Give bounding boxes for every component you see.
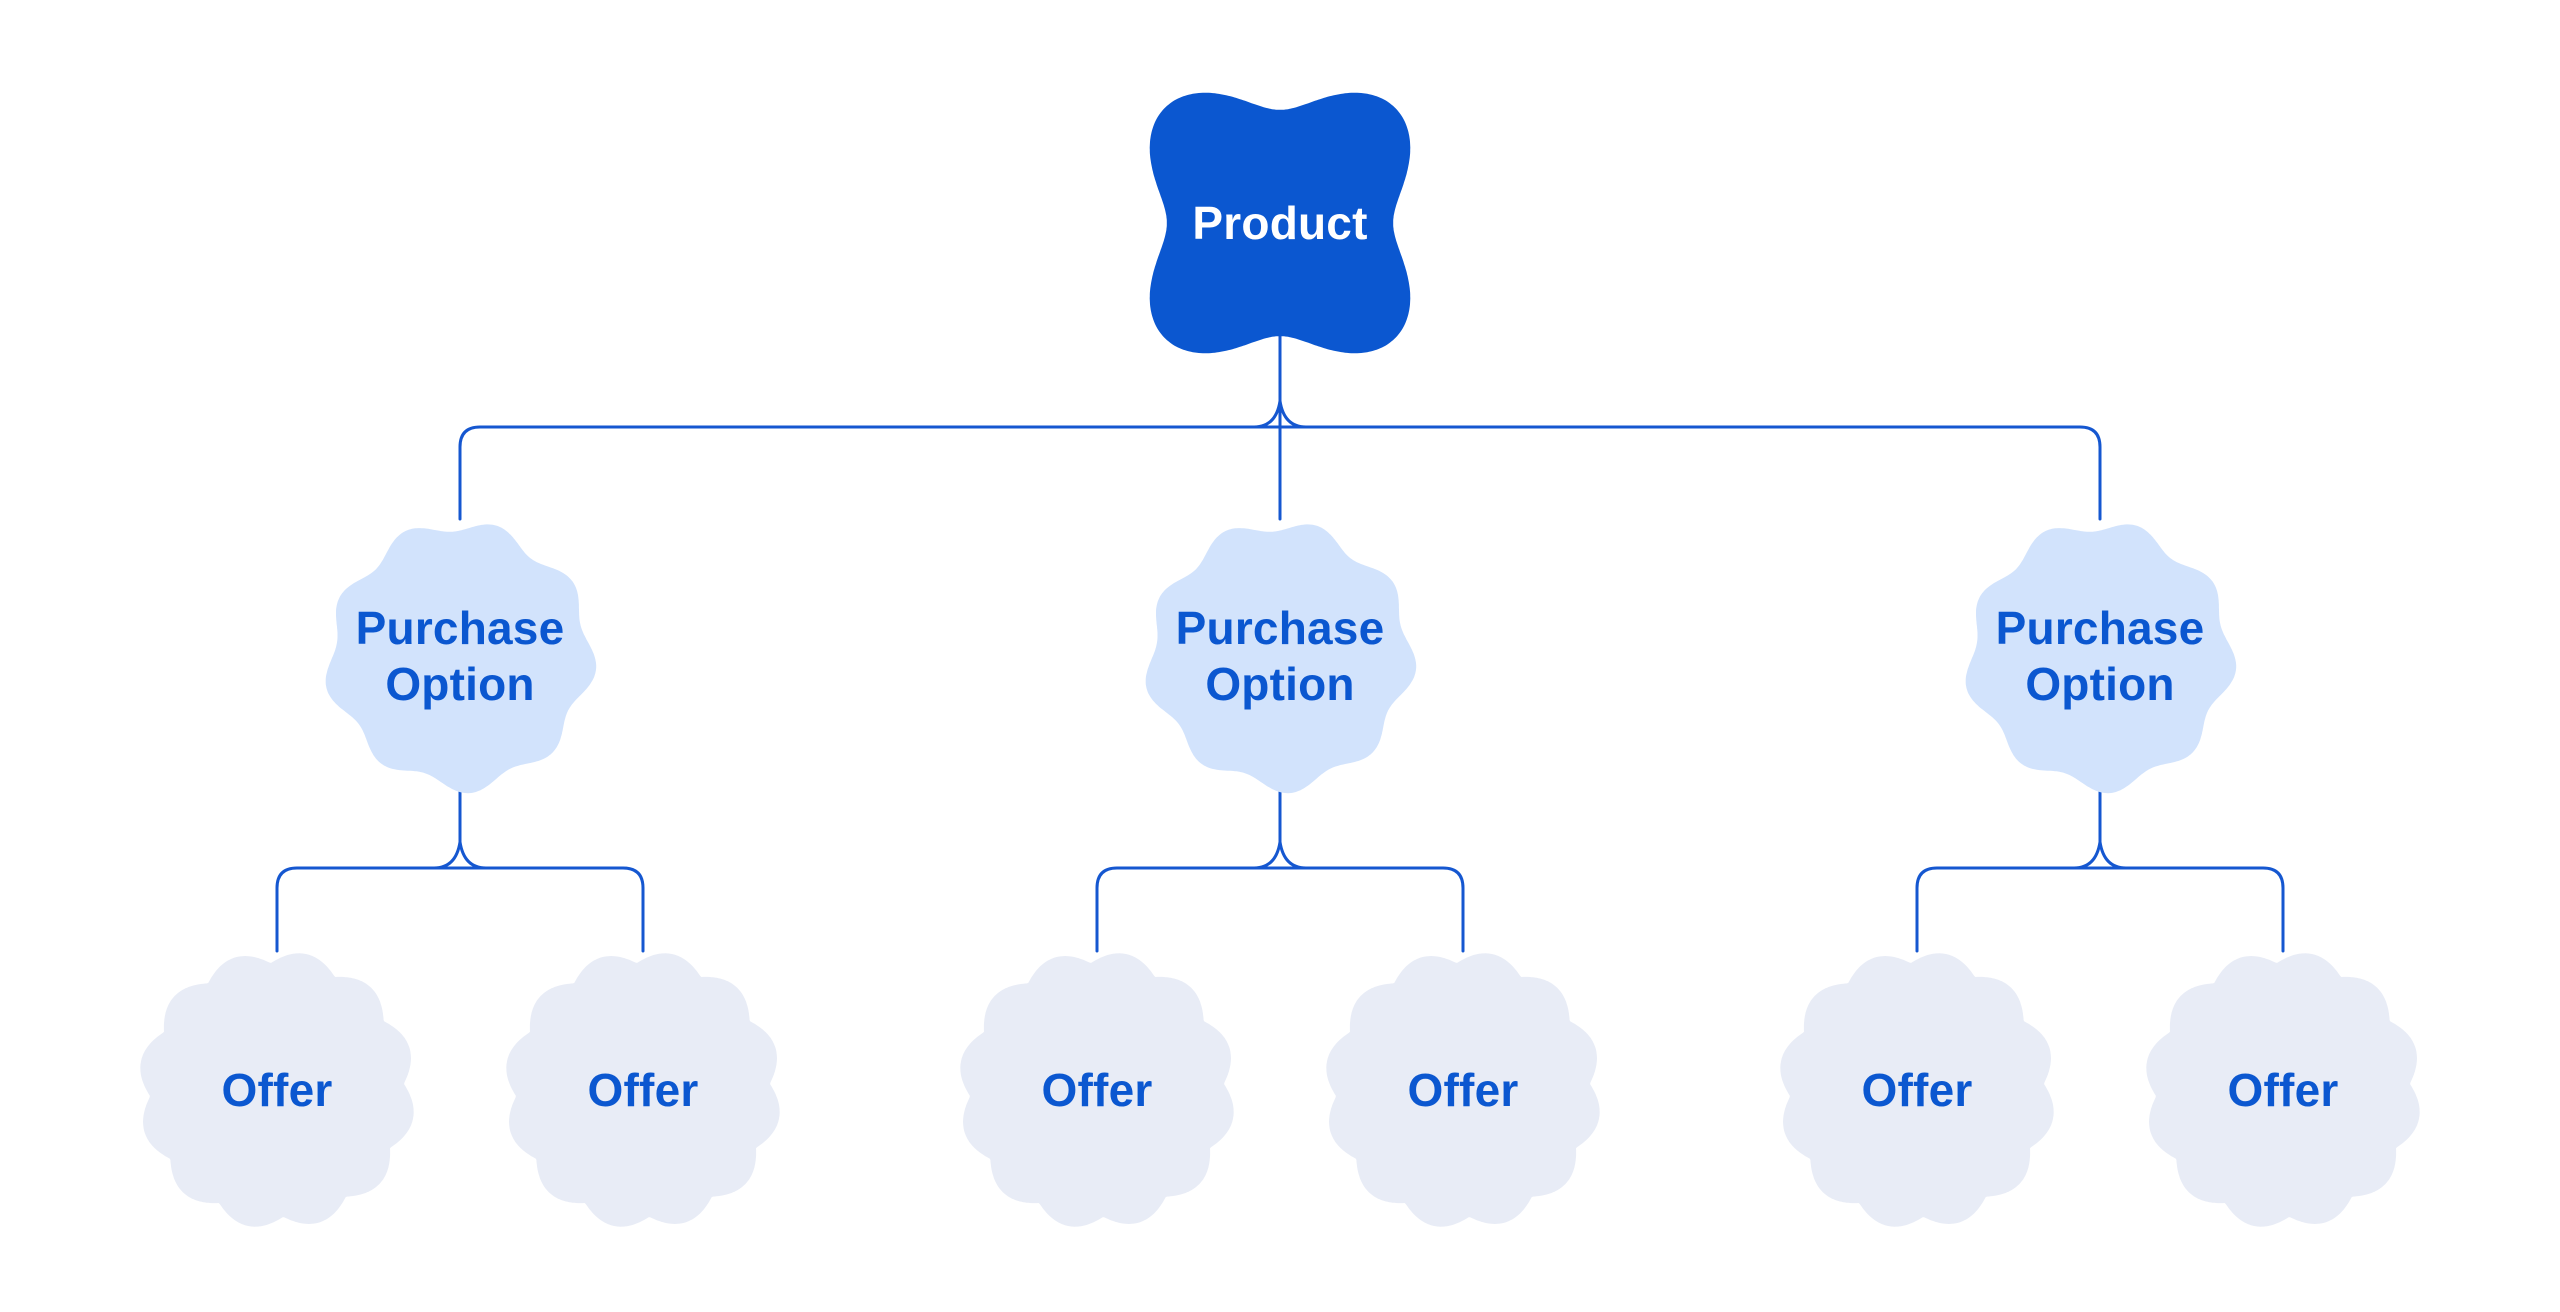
node-label-purchase-option-1: Purchase Option [355,602,565,710]
node-shape-offer-5 [1780,953,2054,1227]
node-label-offer-2: Offer [587,1064,699,1116]
node-shape-offer-1 [140,953,414,1227]
node-shape-purchase-option-3 [1965,524,2237,794]
node-label-purchase-option-2: Purchase Option [1175,602,1385,710]
node-label-offer-6: Offer [2227,1064,2339,1116]
node-label-offer-3: Offer [1041,1064,1153,1116]
node-shape-purchase-option-1 [325,524,597,794]
node-shape-offer-6 [2146,953,2420,1227]
node-label-offer-5: Offer [1861,1064,1973,1116]
node-shape-product [1149,92,1411,354]
node-shape-purchase-option-2 [1145,524,1417,794]
node-label-offer-4: Offer [1407,1064,1519,1116]
node-shape-offer-2 [506,953,780,1227]
node-shape-offer-4 [1326,953,1600,1227]
node-label-product: Product [1192,197,1368,249]
node-label-offer-1: Offer [221,1064,333,1116]
node-shape-offer-3 [960,953,1234,1227]
node-label-purchase-option-3: Purchase Option [1995,602,2205,710]
